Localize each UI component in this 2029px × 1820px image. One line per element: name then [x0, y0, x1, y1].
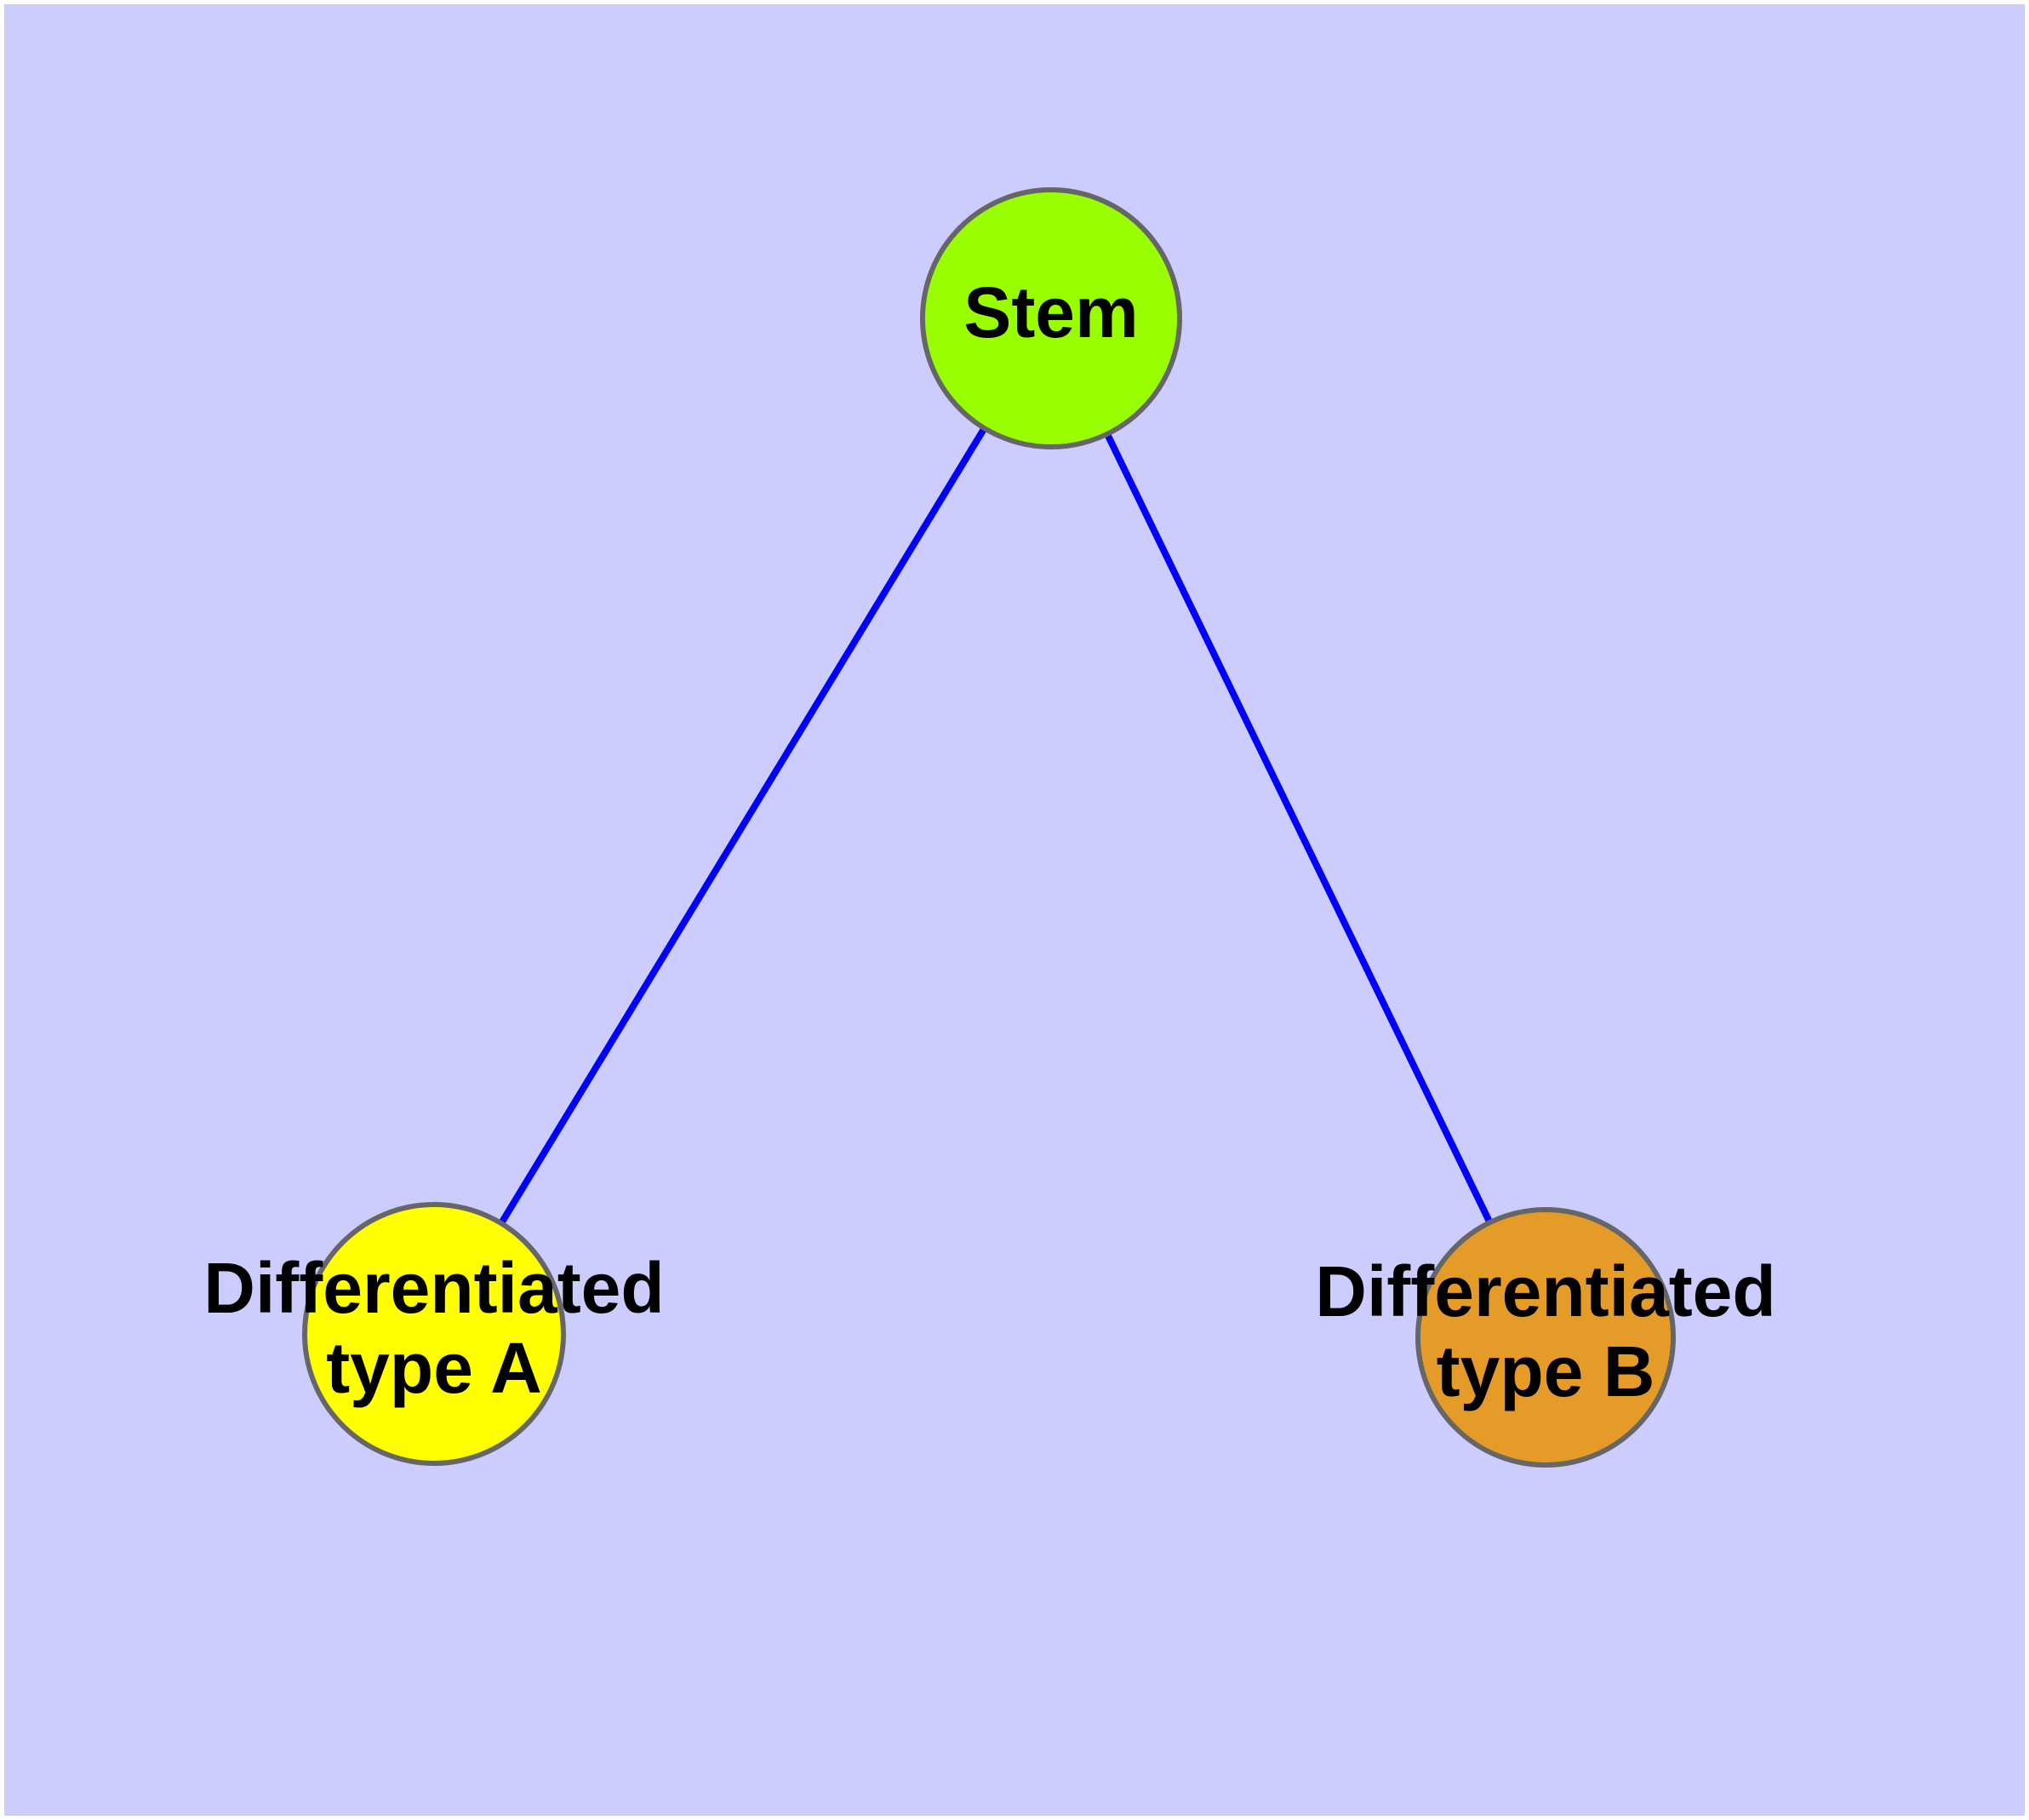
node-circle[interactable]	[1415, 1207, 1676, 1468]
node-circle[interactable]	[302, 1202, 566, 1466]
node-circle[interactable]	[920, 187, 1182, 449]
edges-layer	[497, 425, 1494, 1227]
node-label: Stem	[963, 272, 1138, 352]
graph-edge	[1103, 431, 1494, 1226]
node-label: Differentiated	[1315, 1251, 1775, 1331]
graph-node-stem[interactable]: Stem	[920, 187, 1182, 449]
graph-edge	[497, 425, 989, 1227]
node-label: Differentiated	[203, 1248, 664, 1328]
node-label: type B	[1437, 1331, 1655, 1411]
node-label: type A	[326, 1328, 542, 1408]
